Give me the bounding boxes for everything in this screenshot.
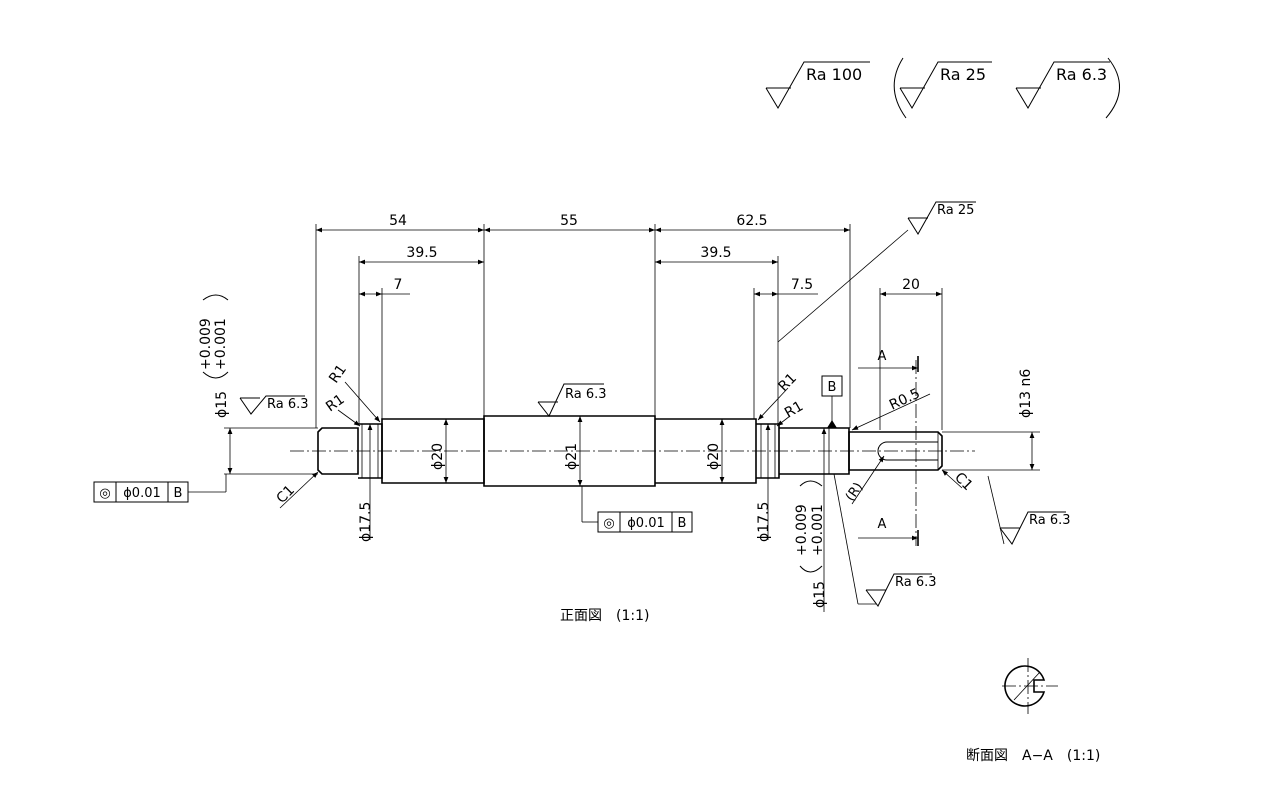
dim-39-5-right: 39.5 (700, 245, 731, 261)
finish-bearing-label: Ra 25 (937, 203, 974, 218)
r-note-label: (R) (843, 480, 866, 504)
datum-b-label: B (828, 380, 837, 395)
dim-phi21: ϕ21 (564, 443, 580, 470)
r-note-leader (851, 455, 885, 505)
general-finish-symbol: Ra 100 (765, 61, 870, 109)
finish-bearing-journal: Ra 25 (777, 201, 976, 343)
finish-ra25-label: Ra 25 (940, 65, 986, 84)
dim-62-5: 62.5 (736, 213, 767, 229)
finish-right-end: Ra 6.3 (987, 475, 1071, 545)
tol-right-upper: +0.009 (794, 504, 810, 556)
tol-frame-left-datum: B (174, 486, 183, 501)
phi13-dimension (942, 431, 1040, 471)
finish-left-end: Ra 6.3 (239, 395, 309, 415)
left-journal-dimension (202, 294, 318, 475)
finish-center-label: Ra 6.3 (565, 387, 607, 402)
dim-phi15-right: ϕ15 (812, 581, 828, 608)
r1-c-leader (757, 387, 789, 421)
r1-a-label: R1 (323, 391, 347, 415)
r1-d-leader (776, 415, 791, 427)
finish-right-end-label: Ra 6.3 (1029, 513, 1071, 528)
tol-frame-center-datum: B (678, 516, 687, 531)
section-view (1002, 658, 1058, 714)
section-view-caption: 断面図 A−A (1:1) (966, 748, 1100, 764)
tol-frame-left-symbol: ◎ (99, 486, 110, 501)
tol-frame-left-value: ϕ0.01 (123, 486, 161, 501)
r1-a-leader (337, 409, 361, 427)
front-view-caption: 正面図 (1:1) (560, 608, 649, 624)
r0-5-label: R0.5 (887, 386, 923, 414)
r0-5-leader (851, 393, 931, 431)
tol-left-lower: +0.001 (213, 318, 229, 370)
dim-phi20-left: ϕ20 (430, 443, 446, 470)
dim-54: 54 (389, 213, 407, 229)
finish-paren-left (893, 57, 907, 119)
tol-frame-center-value: ϕ0.01 (627, 516, 665, 531)
dim-7: 7 (394, 277, 403, 293)
tolerance-frame-center: ◎ ϕ0.01 B (581, 486, 693, 533)
c1-right-label: C1 (951, 470, 976, 495)
r1-b-leader (344, 381, 381, 423)
datum-b: B (821, 375, 843, 428)
dim-phi15-left: ϕ15 (214, 391, 230, 418)
section-mark-a-bottom: A (878, 517, 887, 532)
dim-phi17-5-left: ϕ17.5 (358, 502, 374, 542)
finish-ra100-label: Ra 100 (806, 65, 862, 84)
finish-ra63-symbol: Ra 6.3 (1015, 61, 1110, 109)
finish-center: Ra 6.3 (537, 383, 607, 417)
finish-right-lower: Ra 6.3 (833, 473, 937, 607)
shaft-outline (317, 415, 943, 487)
finish-paren-right (1105, 57, 1120, 119)
dim-7-5: 7.5 (791, 277, 813, 293)
r1-d-label: R1 (782, 398, 806, 421)
finish-ra63-label: Ra 6.3 (1056, 65, 1107, 84)
dim-phi13-n6: ϕ13 n6 (1018, 369, 1034, 418)
section-mark-a-top: A (878, 349, 887, 364)
dim-phi17-5-right: ϕ17.5 (756, 502, 772, 542)
c1-right-leader (941, 469, 963, 489)
c1-left-leader (279, 471, 319, 509)
tolerance-frame-left: ◎ ϕ0.01 B (93, 474, 227, 503)
section-cut-marks (858, 356, 919, 546)
tol-frame-center-symbol: ◎ (603, 516, 614, 531)
right-journal-dimension (799, 428, 827, 612)
finish-left-end-label: Ra 6.3 (267, 397, 309, 412)
dim-39-5-left: 39.5 (406, 245, 437, 261)
finish-ra25-symbol: Ra 25 (899, 61, 992, 109)
tol-right-lower: +0.001 (810, 504, 826, 556)
finish-right-lower-label: Ra 6.3 (895, 575, 937, 590)
dim-phi20-right: ϕ20 (706, 443, 722, 470)
r1-b-label: R1 (326, 362, 350, 386)
r1-c-label: R1 (776, 370, 800, 394)
tol-left-upper: +0.009 (198, 318, 214, 370)
horizontal-dimensions (315, 224, 943, 430)
dim-20: 20 (902, 277, 920, 293)
c1-left-label: C1 (274, 482, 299, 507)
dim-55: 55 (560, 213, 578, 229)
